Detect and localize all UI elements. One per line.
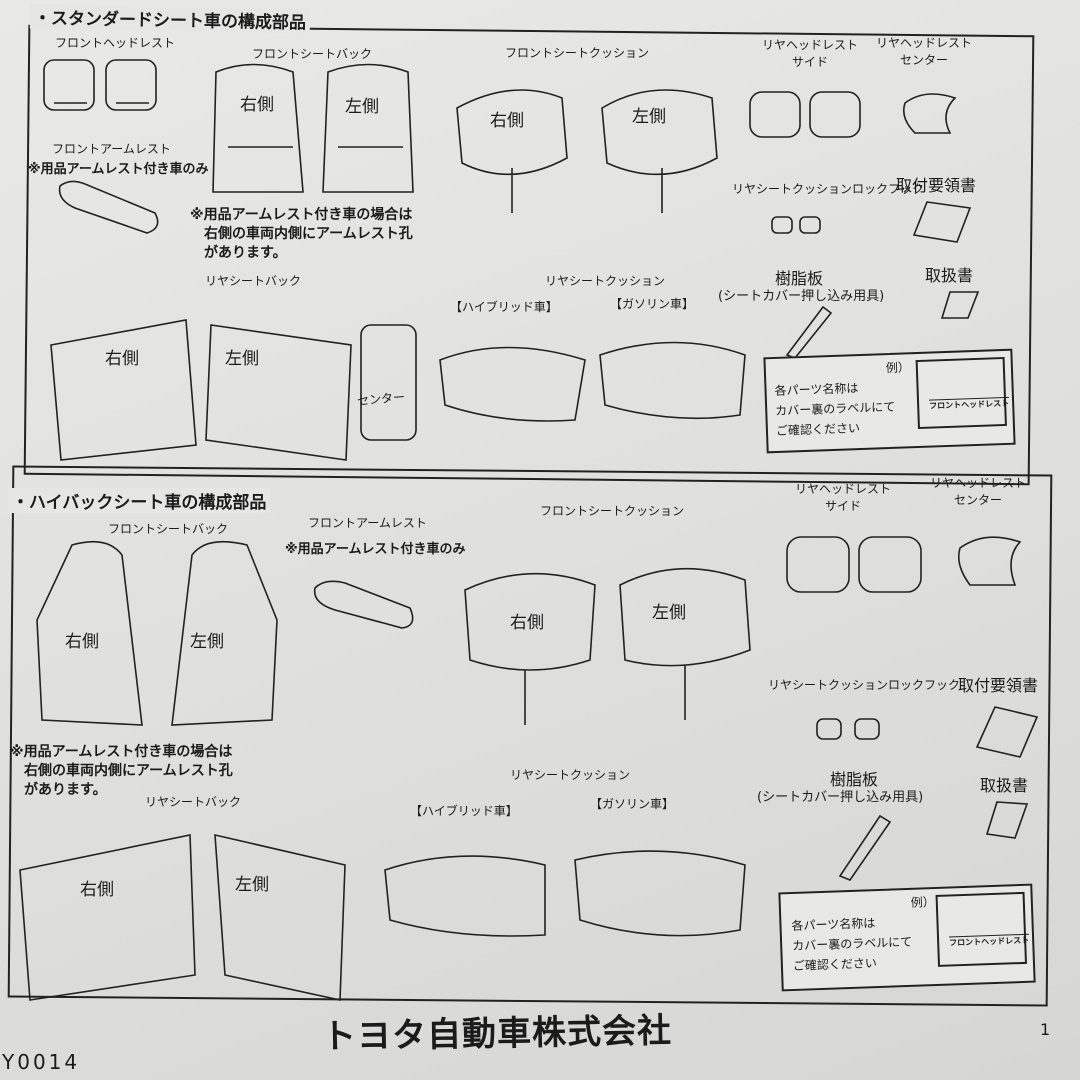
label-front-cushion: フロントシートクッション xyxy=(505,46,650,60)
hb-label-rear-headrest-center: リヤヘッドレスト センター xyxy=(930,474,1026,508)
front-seatback-right-label: 右側 xyxy=(240,95,274,115)
front-armrest-illustration xyxy=(58,180,159,234)
hb-rear-headrest-center-illustration xyxy=(957,536,1022,586)
standard-armrest-hole-note: ※用品アームレスト付き車の場合は 右側の車両内側にアームレスト孔 があります。 xyxy=(190,207,413,261)
info-box-label-sample: フロントヘッドレスト xyxy=(915,356,1010,430)
hb-rear-headrest-center-line1: リヤヘッドレスト xyxy=(930,476,1027,490)
label-owners-manual: 取扱書 xyxy=(925,266,974,285)
hb-rear-headrest-side-line1: リヤヘッドレスト xyxy=(795,482,892,496)
hb-rear-headrest-side-illustration xyxy=(786,536,922,593)
rear-headrest-side-illustration xyxy=(749,91,861,138)
hb-front-cushion-left-label: 左側 xyxy=(652,603,686,623)
label-install-manual: 取付要領書 xyxy=(896,176,977,195)
hb-resin-plate-illustration xyxy=(838,814,892,881)
page-number: 1 xyxy=(1040,1020,1051,1039)
label-front-seatback: フロントシートバック xyxy=(252,47,373,61)
standard-section-title: ・スタンダードシート車の構成部品 xyxy=(29,3,311,34)
hb-info-box-label-sample: フロントヘッドレスト xyxy=(935,891,1030,967)
rear-seatback-right-label: 右側 xyxy=(105,349,139,369)
rear-lock-hook-illustration xyxy=(771,216,821,234)
hb-label-front-seatback: フロントシートバック xyxy=(108,522,229,536)
rear-cushion-illustration xyxy=(439,341,746,422)
rear-headrest-center-illustration xyxy=(902,93,957,134)
label-rear-cushion: リヤシートクッション xyxy=(545,274,666,288)
label-front-armrest: フロントアームレスト xyxy=(52,142,171,156)
label-rear-headrest-side: リヤヘッドレスト サイド xyxy=(762,36,858,70)
hb-label-rear-headrest-side: リヤヘッドレスト サイド xyxy=(795,480,891,514)
hb-label-front-armrest: フロントアームレスト xyxy=(308,516,427,530)
hb-label-resin-plate: 樹脂板 xyxy=(830,770,879,789)
front-cushion-left-label: 左側 xyxy=(632,107,666,127)
front-headrest-illustration xyxy=(43,59,157,111)
standard-info-box: 例） 各パーツ名称は カバー裏のラベルにて ご確認ください フロントヘッドレスト xyxy=(763,348,1016,454)
label-rear-lock-hook: リヤシートクッションロックフック xyxy=(732,182,925,196)
highback-armrest-hole-note: ※用品アームレスト付き車の場合は 右側の車両内側にアームレスト孔 があります。 xyxy=(10,744,233,798)
hb-rear-headrest-center-line2: センター xyxy=(954,493,1003,507)
hb-label-rear-lock-hook: リヤシートクッションロックフック xyxy=(768,678,961,692)
hb-label-owners-manual: 取扱書 xyxy=(980,776,1029,795)
label-hybrid: 【ハイブリッド車】 xyxy=(450,300,558,314)
hb-rear-lock-hook-illustration xyxy=(816,718,880,740)
label-rear-seatback: リヤシートバック xyxy=(205,274,302,288)
rear-seatback-left-label: 左側 xyxy=(225,349,259,369)
rear-headrest-center-line1: リヤヘッドレスト xyxy=(876,36,973,50)
info-box-label-text: フロントヘッドレスト xyxy=(928,396,1010,412)
hb-rear-headrest-side-line1b: サイド xyxy=(825,499,862,513)
label-resin-plate: 樹脂板 xyxy=(775,269,824,288)
rear-seatback-illustration xyxy=(50,319,417,461)
hb-front-seatback-left-label: 左側 xyxy=(190,632,224,652)
front-armrest-note: ※用品アームレスト付き車のみ xyxy=(28,162,209,177)
hb-label-install-manual: 取付要領書 xyxy=(958,676,1039,695)
front-seatback-left-label: 左側 xyxy=(345,97,379,117)
hb-front-cushion-illustration xyxy=(464,567,751,725)
info-box-example: 例） xyxy=(885,360,911,376)
label-front-headrest: フロントヘッドレスト xyxy=(55,36,176,50)
highback-info-box: 例） 各パーツ名称は カバー裏のラベルにて ご確認ください フロントヘッドレスト xyxy=(778,883,1036,992)
hb-install-manual-illustration xyxy=(975,706,1039,758)
front-seatback-illustration xyxy=(212,63,414,193)
label-resin-plate-sub: (シートカバー押し込み用具) xyxy=(718,289,885,304)
rear-headrest-side-line2: サイド xyxy=(792,55,829,69)
hb-label-hybrid: 【ハイブリッド車】 xyxy=(410,804,518,818)
hb-rear-seatback-right-label: 右側 xyxy=(80,880,114,900)
label-gasoline: 【ガソリン車】 xyxy=(610,297,695,311)
hb-info-box-text: 各パーツ名称は カバー裏のラベルにて ご確認ください xyxy=(791,916,913,973)
hb-label-gasoline: 【ガソリン車】 xyxy=(590,797,675,811)
company-name: トヨタ自動車株式会社 xyxy=(321,1010,673,1058)
hb-owners-manual-illustration xyxy=(985,801,1029,839)
hb-label-front-cushion: フロントシートクッション xyxy=(540,504,685,518)
info-box-text: 各パーツ名称は カバー裏のラベルにて ご確認ください xyxy=(774,381,896,438)
hb-rear-seatback-left-label: 左側 xyxy=(235,875,269,895)
front-cushion-illustration xyxy=(456,89,718,213)
hb-front-cushion-right-label: 右側 xyxy=(510,613,544,633)
highback-section-title: ・ハイバックシート車の構成部品 xyxy=(8,488,271,513)
hb-label-rear-seatback: リヤシートバック xyxy=(145,795,242,809)
label-rear-headrest-center: リヤヘッドレスト センター xyxy=(876,34,972,68)
owners-manual-illustration xyxy=(940,291,980,319)
hb-front-armrest-note: ※用品アームレスト付き車のみ xyxy=(285,542,466,557)
resin-plate-illustration xyxy=(785,305,833,359)
hb-front-seatback-right-label: 右側 xyxy=(65,632,99,652)
hb-front-armrest-illustration xyxy=(313,580,414,629)
hb-rear-seatback-illustration xyxy=(19,833,346,1001)
hb-info-box-example: 例） xyxy=(910,895,936,910)
hb-info-box-label-text: フロントヘッドレスト xyxy=(948,933,1030,949)
hb-front-seatback-illustration xyxy=(36,540,278,726)
rear-headrest-side-line1: リヤヘッドレスト xyxy=(762,38,859,52)
hb-rear-cushion-illustration xyxy=(384,850,746,937)
front-cushion-right-label: 右側 xyxy=(490,111,524,131)
document-code: Y0014 xyxy=(2,1050,81,1074)
hb-label-rear-cushion: リヤシートクッション xyxy=(510,768,631,782)
install-manual-illustration xyxy=(912,201,972,243)
hb-label-resin-plate-sub: (シートカバー押し込み用具) xyxy=(757,790,924,805)
rear-headrest-center-line2: センター xyxy=(900,53,949,67)
